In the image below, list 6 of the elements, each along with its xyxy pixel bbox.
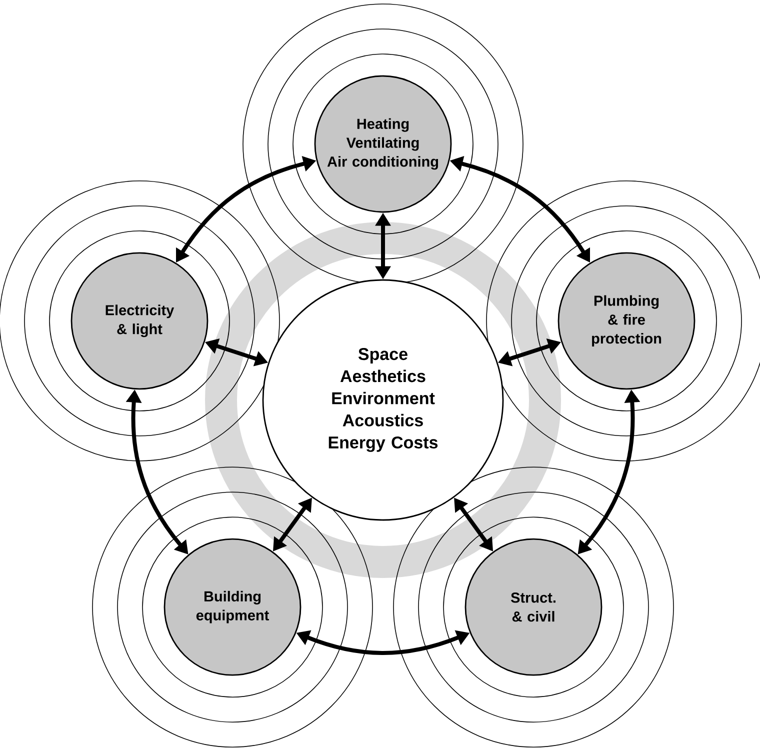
circle-node: Space Aesthetics Environment Acoustics Energy Costs [262, 279, 504, 521]
circle-node: Building equipment [164, 538, 302, 676]
circle-node: Electricity & light [70, 252, 208, 390]
circle-node: Heating Ventilating Air conditioning [314, 75, 452, 213]
circle-node: Plumbing & fire protection [558, 252, 696, 390]
circle-node: Struct. & civil [464, 538, 602, 676]
